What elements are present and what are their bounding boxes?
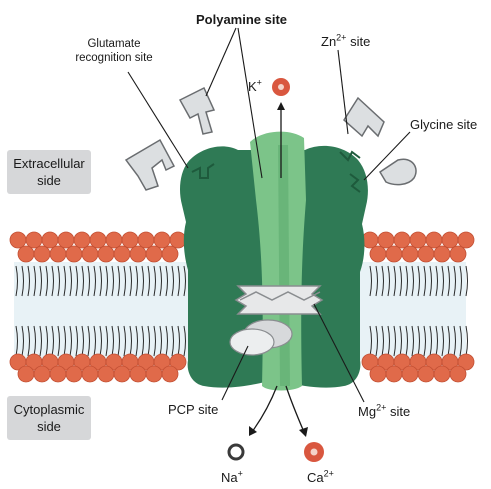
extracellular-side-box: Extracellular side [7, 150, 91, 194]
k-ion [272, 78, 290, 96]
pcp-site-front [230, 329, 274, 355]
lipid-head [82, 246, 98, 262]
lipid-head [434, 366, 450, 382]
ca-ion-label-sup: 2+ [324, 469, 334, 479]
k-ion-label: K+ [248, 79, 262, 95]
lipid-head [450, 246, 466, 262]
mg-site-label: Mg2+ site [358, 404, 410, 420]
lipid-head [146, 366, 162, 382]
lipid-head [90, 232, 106, 248]
zinc-site-label: Zn2+ site [321, 34, 370, 50]
lipid-head [154, 232, 170, 248]
lipid-head [418, 366, 434, 382]
lipid-head [402, 246, 418, 262]
lipid-head [130, 246, 146, 262]
zinc-ligand [344, 98, 384, 136]
glutamate-ligand [126, 140, 174, 190]
lipid-head [106, 232, 122, 248]
lipid-head [82, 366, 98, 382]
lipid-head [130, 366, 146, 382]
na-ion-label: Na+ [221, 470, 243, 486]
lipid-head [50, 366, 66, 382]
polyamine-site-label: Polyamine site [196, 12, 287, 28]
na-ion [229, 445, 243, 459]
lipid-head [370, 366, 386, 382]
glutamate-site-label: Glutamate recognition site [58, 37, 170, 65]
lipid-head [122, 232, 138, 248]
lipid-head [458, 232, 474, 248]
pcp-site-label: PCP site [168, 402, 218, 418]
lipid-head [18, 246, 34, 262]
lipid-head [370, 246, 386, 262]
lipid-head [386, 246, 402, 262]
lipid-head [114, 366, 130, 382]
cytoplasmic-side-box: Cytoplasmic side [7, 396, 91, 440]
lipid-head [74, 232, 90, 248]
lipid-head [402, 366, 418, 382]
lipid-head [10, 232, 26, 248]
na-influx-arrow-shaft [252, 386, 277, 432]
lipid-head [450, 366, 466, 382]
lipid-head [98, 366, 114, 382]
lipid-head [386, 366, 402, 382]
lipid-tail [466, 266, 468, 296]
lipid-head [378, 232, 394, 248]
mg-site-label-tail: site [390, 404, 410, 419]
k-ion-label-base: K [248, 79, 257, 94]
lipid-head [114, 246, 130, 262]
ca-ion-label: Ca2+ [307, 470, 334, 486]
zinc-site-label-sup: 2+ [336, 33, 346, 43]
k-ion-label-sup: + [257, 78, 262, 88]
lipid-head [170, 232, 186, 248]
zinc-site-label-tail: site [350, 34, 370, 49]
lipid-head [434, 246, 450, 262]
lipid-head [34, 246, 50, 262]
na-ion-label-sup: + [238, 469, 243, 479]
lipid-head [26, 232, 42, 248]
mg-site-label-base: Mg [358, 404, 376, 419]
lipid-head [98, 246, 114, 262]
k-efflux-arrow-head [277, 102, 285, 110]
ca-ion-label-base: Ca [307, 470, 324, 485]
lipid-head [138, 232, 154, 248]
polyamine-ligand [180, 88, 214, 134]
na-ion-label-base: Na [221, 470, 238, 485]
receptor-pore-shade [283, 145, 285, 386]
glycine-site-label: Glycine site [410, 117, 477, 133]
lipid-head [426, 232, 442, 248]
lipid-head [42, 232, 58, 248]
mg-block-gate [236, 286, 322, 314]
ca-ion [304, 442, 324, 462]
zinc-site-label-base: Zn [321, 34, 336, 49]
lipid-tail [466, 326, 468, 356]
lipid-head [418, 246, 434, 262]
lipid-head [66, 246, 82, 262]
lipid-head [394, 232, 410, 248]
lipid-head [442, 232, 458, 248]
lipid-head [146, 246, 162, 262]
lipid-head [162, 366, 178, 382]
mg-site-label-sup: 2+ [376, 403, 386, 413]
lipid-head [66, 366, 82, 382]
glycine-ligand [380, 159, 416, 184]
lipid-head [50, 246, 66, 262]
lipid-head [410, 232, 426, 248]
ca-influx-arrow-shaft [286, 386, 304, 432]
lipid-head [162, 246, 178, 262]
lipid-head [34, 366, 50, 382]
ca-influx-arrow-head [299, 427, 308, 437]
lipid-head [58, 232, 74, 248]
lipid-head [18, 366, 34, 382]
